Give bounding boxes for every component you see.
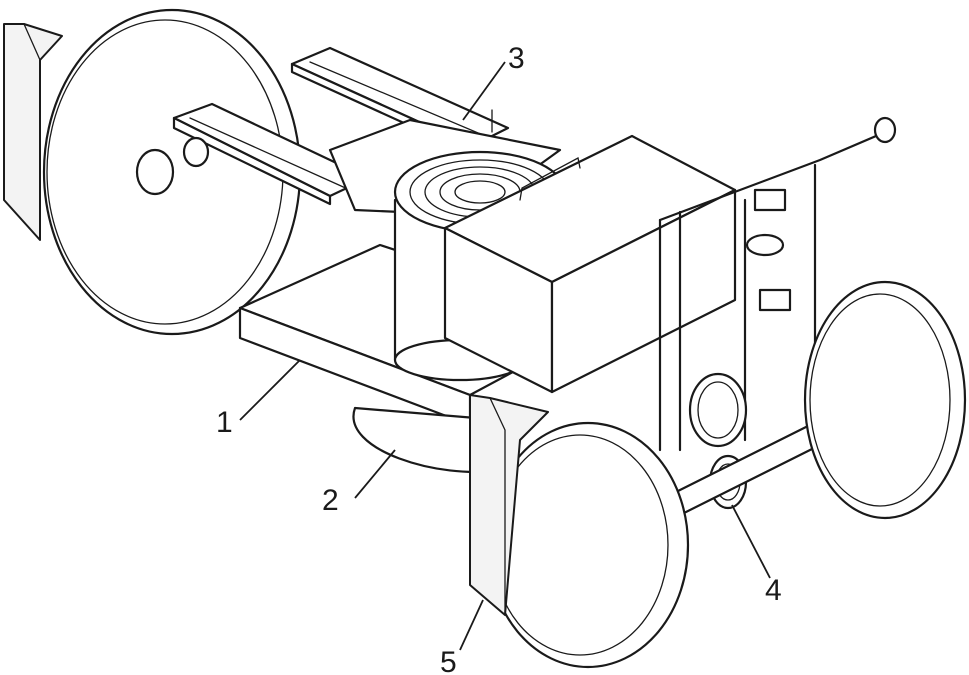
callout-3: 3 [508,42,525,75]
callout-2: 2 [322,484,339,517]
callout-5: 5 [440,646,457,675]
callout-1: 1 [216,406,233,439]
callout-4: 4 [765,574,782,607]
right-wheel [805,282,965,518]
left-rear-wheel [44,10,300,334]
